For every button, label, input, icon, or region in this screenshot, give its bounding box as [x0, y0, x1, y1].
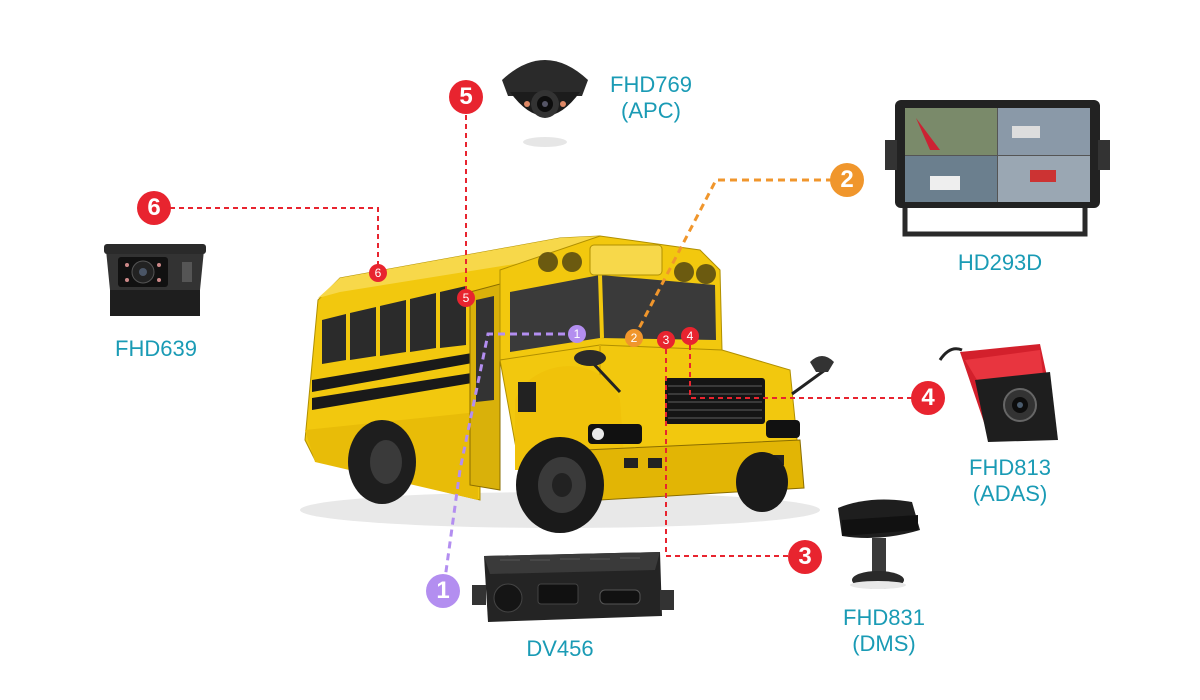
- marker-3-large: 3: [788, 540, 822, 574]
- label-fhd769: FHD769 (APC): [596, 72, 706, 124]
- label-dv456: DV456: [500, 636, 620, 662]
- marker-4-large: 4: [911, 381, 945, 415]
- device-name: FHD639: [115, 336, 197, 361]
- marker-1-small: 1: [568, 325, 586, 343]
- marker-6-large: 6: [137, 191, 171, 225]
- label-fhd813: FHD813 (ADAS): [950, 455, 1070, 507]
- marker-4-small: 4: [681, 327, 699, 345]
- driver-monitoring-camera-icon: [838, 499, 920, 589]
- marker-1-large: 1: [426, 574, 460, 608]
- label-hd293d: HD293D: [940, 250, 1060, 276]
- quad-view-monitor-icon: [885, 100, 1110, 237]
- label-fhd639: FHD639: [96, 336, 216, 362]
- device-name: FHD769: [610, 72, 692, 97]
- connector-lines: [170, 115, 912, 587]
- rear-view-camera-icon: [104, 244, 206, 316]
- label-fhd831: FHD831 (DMS): [824, 605, 944, 657]
- marker-2-small: 2: [625, 329, 643, 347]
- marker-6-small: 6: [369, 264, 387, 282]
- mobile-dvr-icon: [472, 552, 674, 622]
- device-function: (DMS): [852, 631, 916, 656]
- device-function: (APC): [621, 98, 681, 123]
- device-name: FHD813: [969, 455, 1051, 480]
- marker-5-small: 5: [457, 289, 475, 307]
- device-name: DV456: [526, 636, 594, 661]
- device-function: (ADAS): [972, 481, 1048, 506]
- device-name: HD293D: [957, 250, 1043, 275]
- marker-3-small: 3: [657, 331, 675, 349]
- adas-dashcam-icon: [938, 344, 1058, 442]
- device-name: FHD831: [843, 605, 925, 630]
- marker-5-large: 5: [449, 80, 483, 114]
- marker-2-large: 2: [830, 163, 864, 197]
- dome-camera-icon: [502, 60, 588, 147]
